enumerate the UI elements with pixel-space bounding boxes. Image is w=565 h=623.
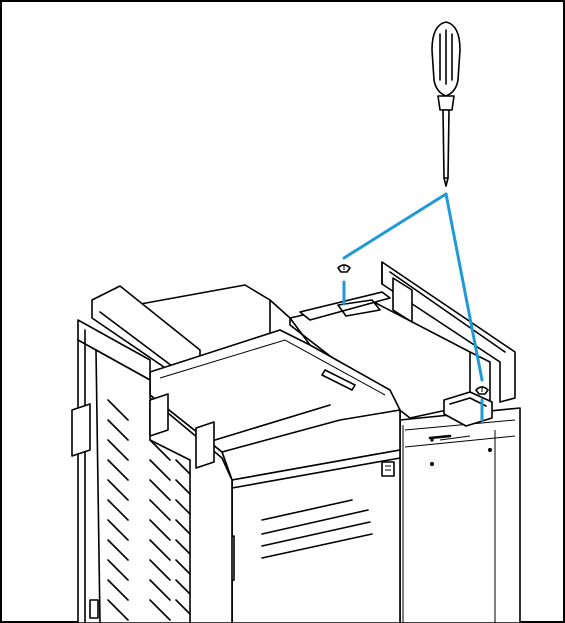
rear-unit	[289, 299, 521, 623]
screw-right	[475, 386, 489, 395]
callout-lines	[342, 192, 484, 422]
mounting-bracket	[299, 261, 516, 427]
main-cabinet	[71, 284, 401, 623]
screw-left	[337, 264, 351, 273]
screwdriver	[431, 21, 461, 187]
